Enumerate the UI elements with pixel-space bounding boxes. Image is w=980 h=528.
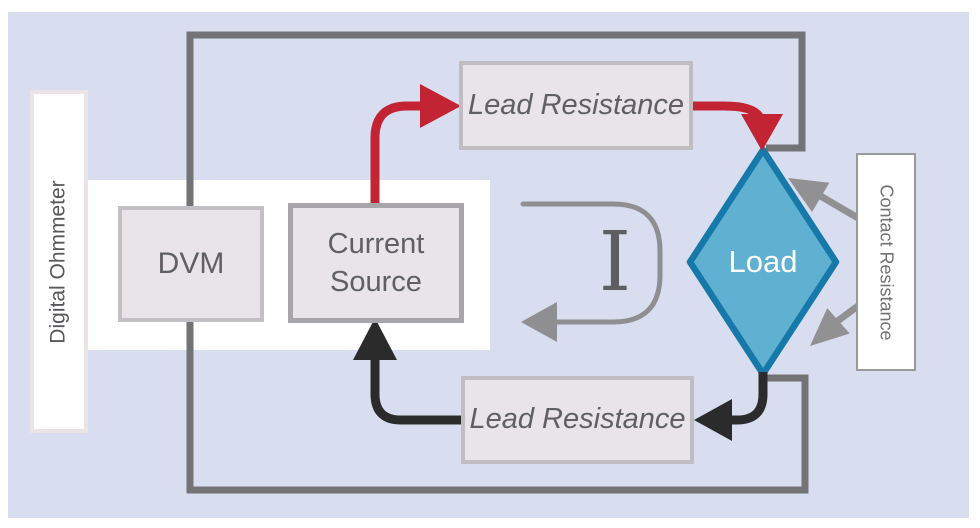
return-wire-black-right [730,372,768,425]
return-wire-black-left [370,358,462,425]
sense-wire-bottom [186,322,809,494]
black-arrowhead-into-source-icon [353,318,397,360]
contact-pointer-upper-arrowhead-icon [788,178,830,213]
red-arrowhead-into-lead-icon [420,84,461,128]
current-loop-wire [520,201,663,325]
current-source-box: Current Source [288,203,464,323]
lead-resistance-top-label: Lead Resistance [467,88,685,121]
sense-wire-top [186,31,806,207]
red-arrowhead-into-load-icon [741,114,783,151]
dvm-label: DVM [157,247,225,280]
current-loop-arrowhead-icon [521,302,557,342]
contact-pointer-lower-arrowhead-icon [810,308,850,346]
load-label: Load [728,244,798,279]
contact-resistance-label: Contact Resistance [876,183,897,341]
dvm-box: DVM [118,206,264,322]
lead-resistance-bottom-label: Lead Resistance [469,403,686,436]
lead-resistance-bottom-box: Lead Resistance [461,376,694,464]
current-source-label: Current Source [327,227,425,298]
lead-resistance-top-box: Lead Resistance [459,61,693,150]
force-wire-red-left [370,101,424,204]
current-symbol-label: I [598,214,632,310]
contact-resistance-label-box: Contact Resistance [856,153,916,371]
digital-ohmmeter-label-box: Digital Ohmmeter [30,90,88,433]
digital-ohmmeter-label: Digital Ohmmeter [47,179,71,344]
black-arrowhead-into-lead-icon [694,399,732,441]
